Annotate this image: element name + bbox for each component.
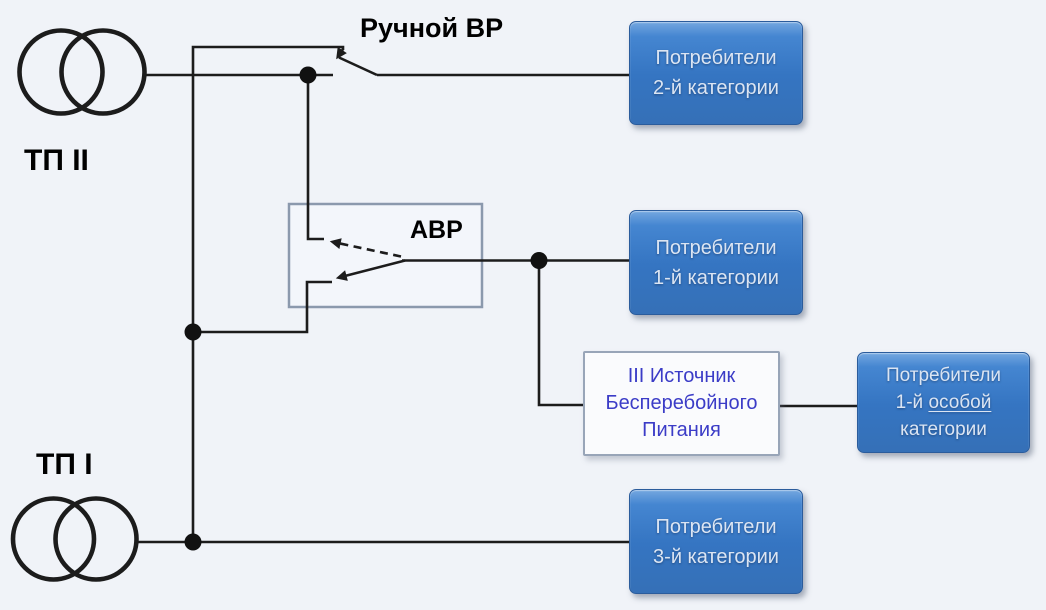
junction-dots <box>184 66 548 551</box>
junction-dot <box>184 533 202 551</box>
box-special-line2-underlined: особой <box>928 392 992 413</box>
avr-frame <box>287 202 484 309</box>
junction-dot <box>299 66 317 84</box>
box-consumers-cat3-line2: 3-й категории <box>653 545 779 568</box>
avr-switch-icon <box>329 238 406 281</box>
box-consumers-cat1-line2: 1-й категории <box>653 266 779 289</box>
box-consumers-cat3-line1: Потребители <box>655 515 777 538</box>
box-ups-line3: Питания <box>642 419 721 441</box>
transformer-tp2-icon <box>17 28 147 116</box>
box-consumers-cat2-line2: 2-й категории <box>653 77 779 99</box>
box-ups-line2: Бесперебойного <box>605 392 758 414</box>
box-special-line2: 1-й особой <box>896 389 992 416</box>
wire-avr-lower-contact <box>193 280 332 334</box>
box-special-line3: категории <box>900 419 987 440</box>
box-consumers-cat3: Потребители 3-й категории <box>629 489 803 594</box>
wire-to-ups <box>537 260 583 407</box>
solid-arrow-icon <box>335 259 406 281</box>
box-consumers-cat2: Потребители 2-й категории <box>629 21 803 125</box>
transformer-tp1-icon <box>10 496 139 582</box>
box-consumers-cat1: Потребители 1-й категории <box>629 210 803 315</box>
label-manual-switch: Ручной ВР <box>360 13 504 43</box>
box-ups-line1: III Источник <box>627 365 736 387</box>
knife-switch-icon <box>336 47 378 77</box>
label-avr: АВР <box>410 216 463 244</box>
box-special-line1: Потребители <box>885 365 1002 386</box>
box-special-line2-prefix: 1-й <box>895 392 929 413</box>
label-tp1: ТП I <box>36 448 93 481</box>
switch-feed-arrow-icon <box>336 47 347 60</box>
box-consumers-cat1-line1: Потребители <box>655 236 777 259</box>
dashed-arrow-icon <box>329 238 402 258</box>
junction-dot <box>530 252 548 269</box>
switch-blade <box>338 56 378 77</box>
label-tp2: ТП II <box>24 144 89 177</box>
box-consumers-cat2-line1: Потребители <box>655 47 777 69</box>
box-consumers-cat1-special: Потребители 1-й особой категории <box>857 352 1030 453</box>
junction-dot <box>184 323 202 341</box>
box-ups: III Источник Бесперебойного Питания <box>583 351 780 456</box>
wire-avr-upper-contact <box>306 75 324 241</box>
